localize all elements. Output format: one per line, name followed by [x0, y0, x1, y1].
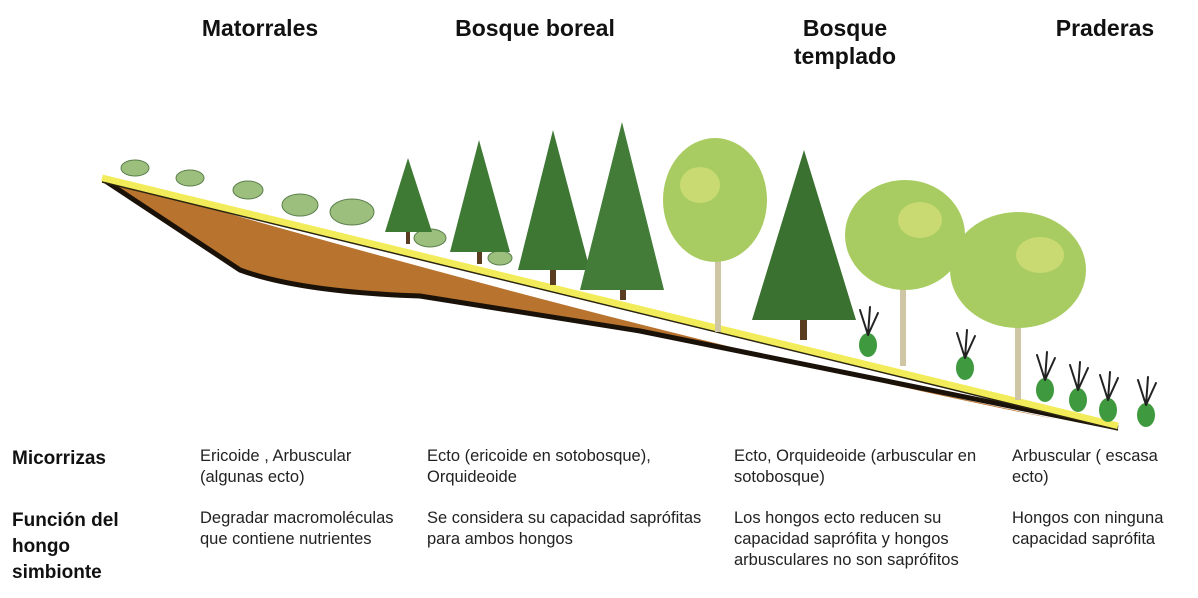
- conifer-tree: [752, 150, 856, 320]
- herb-plant: [1099, 371, 1119, 422]
- row-label-funcion: Función del hongo simbionte: [12, 510, 119, 583]
- shrub: [487, 250, 513, 266]
- shrub-group: [120, 159, 513, 266]
- broadleaf-tree: [845, 180, 965, 290]
- conifer-tree: [518, 130, 590, 270]
- funcion-bosque-templado: Los hongos ecto reducen su capacidad sap…: [734, 509, 959, 569]
- conifer-tree: [580, 122, 664, 290]
- herb-group: [859, 306, 1157, 427]
- herb-plant: [956, 329, 976, 380]
- micorrizas-bosque-boreal: Ecto (ericoide en sotobosque), Orquideoi…: [427, 447, 651, 486]
- broadleaf-tree: [950, 212, 1086, 328]
- herb-plant: [859, 306, 879, 357]
- funcion-matorrales: Degradar macromoléculas que contiene nut…: [200, 509, 394, 548]
- landscape-illustration: [101, 122, 1157, 431]
- broadleaf-tree: [663, 138, 767, 262]
- ground-surface: [101, 174, 1119, 430]
- soil-edge: [102, 177, 1119, 431]
- shrub: [329, 198, 375, 226]
- funcion-bosque-boreal: Se considera su capacidad saprófitas par…: [427, 509, 702, 548]
- shrub: [175, 169, 205, 187]
- shrub: [120, 159, 150, 177]
- herb-plant: [1137, 376, 1157, 427]
- biome-heading-matorrales: Matorrales: [201, 15, 319, 41]
- conifer-tree: [385, 158, 432, 232]
- row-label-micorrizas: Micorrizas: [12, 448, 106, 469]
- shrub: [281, 193, 319, 217]
- broadleaf-group: [663, 138, 1086, 400]
- conifer-group: [385, 122, 856, 340]
- herb-plant: [1069, 361, 1089, 412]
- micorrizas-matorrales: Ericoide , Arbuscular (algunas ecto): [200, 447, 352, 486]
- micorrizas-praderas: Arbuscular ( escasa ecto): [1012, 447, 1158, 486]
- biome-heading-bosque-templado: Bosque templado: [793, 15, 897, 69]
- micorrizas-bosque-templado: Ecto, Orquideoide (arbuscular en sotobos…: [734, 447, 977, 486]
- biome-heading-bosque-boreal: Bosque boreal: [455, 15, 615, 41]
- herb-plant: [1036, 351, 1056, 402]
- biome-heading-praderas: Praderas: [1055, 15, 1155, 41]
- conifer-tree: [450, 140, 510, 252]
- funcion-praderas: Hongos con ninguna capacidad saprófita: [1012, 509, 1164, 548]
- shrub: [232, 180, 264, 200]
